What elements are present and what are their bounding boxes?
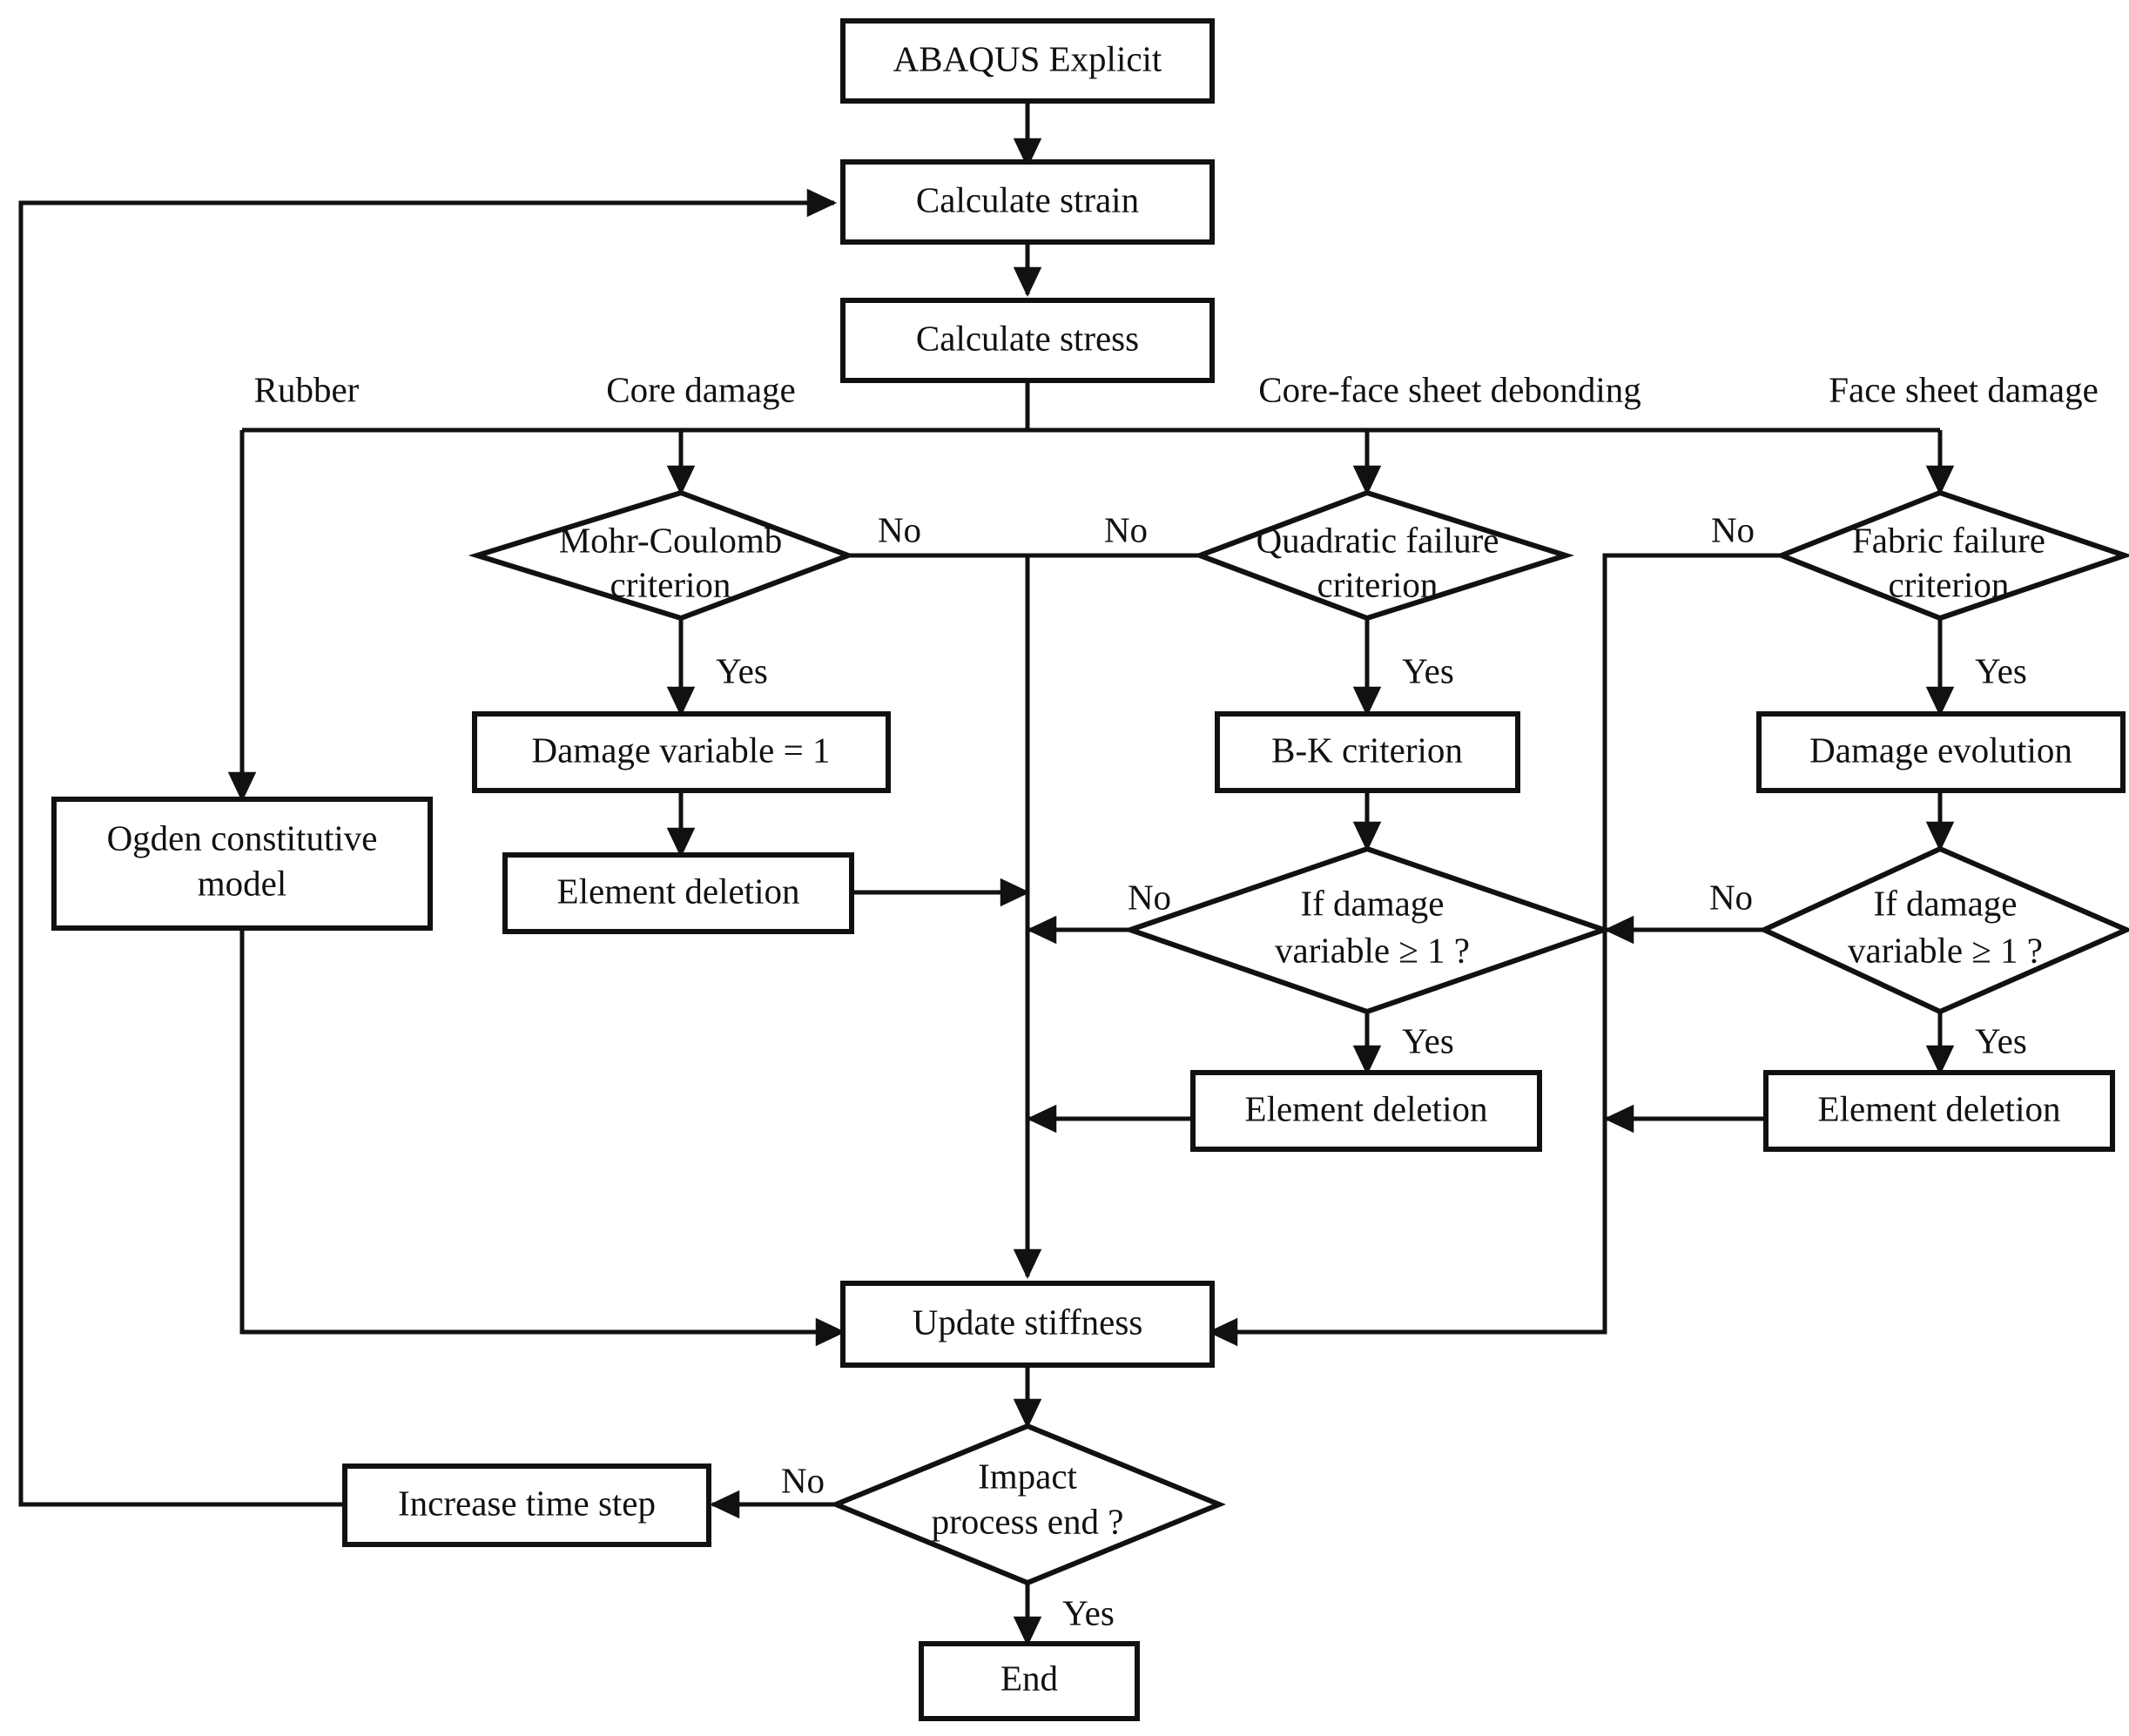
node-element-deletion-core[interactable]: Element deletion	[502, 852, 854, 934]
edge-label-mohr-yes: Yes	[716, 650, 768, 690]
edge-timestep-loop-to-strain	[18, 188, 838, 1507]
node-label-fabric-line1: Fabric failure	[1852, 520, 2045, 560]
node-abaqus-explicit[interactable]: ABAQUS Explicit	[840, 18, 1215, 104]
node-label-fabric-line2: criterion	[1889, 564, 2010, 604]
edge-label-ifdamage-mid-no: No	[1128, 877, 1171, 917]
edge-label-fabric-yes: Yes	[1975, 650, 2027, 690]
node-label-ifdamage-mid-line1: If damage	[1300, 883, 1444, 923]
branch-label-face-sheet-damage: Face sheet damage	[1829, 369, 2099, 409]
node-label-bk-criterion: B-K criterion	[1271, 730, 1463, 770]
node-label-element-deletion-middle: Element deletion	[1245, 1088, 1488, 1128]
node-mohr-coulomb-criterion[interactable]: Mohr-Coulomb criterion	[468, 489, 856, 622]
node-label-ogden-line2: model	[198, 863, 286, 903]
node-label-damage-variable-1: Damage variable = 1	[532, 730, 831, 770]
node-damage-evolution[interactable]: Damage evolution	[1756, 711, 2126, 793]
node-bk-criterion[interactable]: B-K criterion	[1215, 711, 1520, 793]
edge-label-ifdamage-right-no: No	[1709, 877, 1753, 917]
edge-label-mohr-no: No	[878, 509, 921, 549]
edge-ogden-to-update-stiffness	[239, 925, 846, 1347]
node-fabric-failure-criterion[interactable]: Fabric failure criterion	[1774, 489, 2129, 622]
node-increase-time-step[interactable]: Increase time step	[342, 1463, 711, 1547]
node-label-calculate-stress: Calculate stress	[916, 318, 1139, 358]
node-element-deletion-right[interactable]: Element deletion	[1763, 1070, 2115, 1152]
node-label-element-deletion-core: Element deletion	[557, 871, 800, 911]
edge-label-impact-yes: Yes	[1062, 1592, 1115, 1632]
node-element-deletion-middle[interactable]: Element deletion	[1190, 1070, 1542, 1152]
node-label-ifdamage-right-line1: If damage	[1873, 883, 2017, 923]
node-update-stiffness[interactable]: Update stiffness	[840, 1281, 1215, 1368]
node-label-ifdamage-mid-line2: variable ≥ 1 ?	[1275, 930, 1470, 970]
node-label-damage-evolution: Damage evolution	[1809, 730, 2072, 770]
branch-label-core-face-debonding: Core-face sheet debonding	[1258, 369, 1641, 409]
node-label-mohr-line2: criterion	[610, 564, 731, 604]
node-end[interactable]: End	[919, 1641, 1140, 1721]
node-label-ogden-line1: Ogden constitutive	[107, 818, 378, 858]
node-damage-variable-equals-1[interactable]: Damage variable = 1	[472, 711, 891, 793]
node-if-damage-variable-middle[interactable]: If damage variable ≥ 1 ?	[1122, 845, 1613, 1015]
node-label-element-deletion-right: Element deletion	[1818, 1088, 2061, 1128]
node-label-mohr-line1: Mohr-Coulomb	[559, 520, 783, 560]
node-quadratic-failure-criterion[interactable]: Quadratic failure criterion	[1192, 489, 1574, 622]
node-label-update-stiffness: Update stiffness	[913, 1302, 1143, 1342]
node-ogden-constitutive-model[interactable]: Ogden constitutive model	[51, 797, 433, 931]
edge-label-ifdamage-mid-yes: Yes	[1402, 1020, 1454, 1060]
node-label-ifdamage-right-line2: variable ≥ 1 ?	[1848, 930, 2043, 970]
edge-label-ifdamage-right-yes: Yes	[1975, 1020, 2027, 1060]
node-if-damage-variable-right[interactable]: If damage variable ≥ 1 ?	[1757, 845, 2129, 1015]
edge-label-quadratic-no: No	[1104, 509, 1148, 549]
node-impact-process-end[interactable]: Impact process end ?	[829, 1423, 1226, 1586]
node-calculate-stress[interactable]: Calculate stress	[840, 298, 1215, 383]
edge-label-fabric-no: No	[1711, 509, 1755, 549]
edge-label-quadratic-yes: Yes	[1402, 650, 1454, 690]
node-calculate-strain[interactable]: Calculate strain	[840, 159, 1215, 245]
edge-label-impact-no: No	[781, 1460, 825, 1500]
node-label-impact-line2: process end ?	[932, 1501, 1124, 1541]
branch-label-core-damage: Core damage	[606, 369, 795, 409]
node-label-quadratic-line1: Quadratic failure	[1257, 520, 1499, 560]
node-label-calculate-strain: Calculate strain	[916, 179, 1139, 219]
branch-label-rubber: Rubber	[254, 369, 360, 409]
node-label-end: End	[1000, 1658, 1058, 1698]
node-label-abaqus-explicit: ABAQUS Explicit	[893, 38, 1162, 78]
node-label-impact-line1: Impact	[978, 1456, 1077, 1496]
node-label-quadratic-line2: criterion	[1317, 564, 1438, 604]
node-label-increase-time-step: Increase time step	[398, 1483, 656, 1523]
